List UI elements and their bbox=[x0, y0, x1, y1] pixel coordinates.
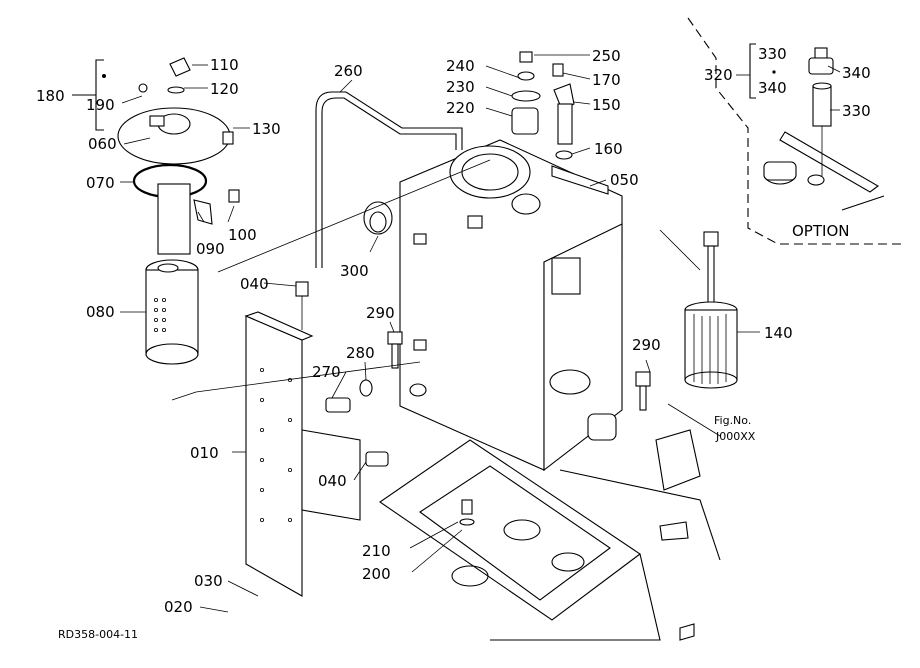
option-item-340: 340 bbox=[758, 79, 787, 97]
callout-170: 170 bbox=[592, 71, 621, 89]
callout-010: 010 bbox=[190, 444, 219, 462]
support-plate-010 bbox=[244, 281, 361, 597]
option-title: OPTION bbox=[792, 222, 849, 240]
callout-250: 250 bbox=[592, 47, 621, 65]
callout-110: 110 bbox=[210, 56, 239, 74]
callout-labels: 010 020 030 040 040 050 060 070 080 090 … bbox=[36, 45, 871, 641]
option-boundary bbox=[687, 17, 905, 245]
callout-160: 160 bbox=[594, 140, 623, 158]
callout-300: 300 bbox=[340, 262, 369, 280]
fig-ref-line1: Fig.No. bbox=[714, 414, 751, 427]
group-brackets bbox=[72, 43, 756, 131]
callout-040-bottom: 040 bbox=[318, 472, 347, 490]
callout-280: 280 bbox=[346, 344, 375, 362]
callout-290-right: 290 bbox=[632, 336, 661, 354]
callout-100: 100 bbox=[228, 226, 257, 244]
callout-230: 230 bbox=[446, 78, 475, 96]
callout-090: 090 bbox=[196, 240, 225, 258]
callout-030: 030 bbox=[194, 572, 223, 590]
tank-body bbox=[399, 139, 623, 472]
option-group-320: 320 bbox=[704, 66, 733, 84]
option-parts bbox=[763, 47, 885, 211]
filter-element-080 bbox=[145, 259, 199, 365]
callout-130: 130 bbox=[252, 120, 281, 138]
top-parts bbox=[511, 51, 609, 195]
group-marker-dot bbox=[102, 74, 106, 78]
callout-120: 120 bbox=[210, 80, 239, 98]
callout-020: 020 bbox=[164, 598, 193, 616]
callout-240: 240 bbox=[446, 57, 475, 75]
callout-140: 140 bbox=[764, 324, 793, 342]
plug-300 bbox=[363, 201, 393, 235]
callout-150: 150 bbox=[592, 96, 621, 114]
callout-190: 190 bbox=[86, 96, 115, 114]
callout-180: 180 bbox=[36, 87, 65, 105]
callout-270: 270 bbox=[312, 363, 341, 381]
option-item-330: 330 bbox=[758, 45, 787, 63]
filler-cap-assembly bbox=[117, 57, 240, 255]
leader-lines bbox=[120, 54, 841, 613]
callout-040-top: 040 bbox=[240, 275, 269, 293]
callout-210: 210 bbox=[362, 542, 391, 560]
drawing-id: RD358-004-11 bbox=[58, 628, 138, 641]
breather-pipe-260 bbox=[315, 91, 463, 268]
callout-290-left: 290 bbox=[366, 304, 395, 322]
fig-ref-line2: J000XX bbox=[715, 430, 756, 443]
return-filter-140 bbox=[684, 231, 738, 389]
callout-200: 200 bbox=[362, 565, 391, 583]
callout-050: 050 bbox=[610, 171, 639, 189]
fasteners bbox=[325, 331, 651, 467]
callout-060: 060 bbox=[88, 135, 117, 153]
callout-220: 220 bbox=[446, 99, 475, 117]
callout-080: 080 bbox=[86, 303, 115, 321]
option-marker-dot bbox=[772, 70, 776, 74]
chassis-frame bbox=[171, 159, 721, 641]
callout-340: 340 bbox=[842, 64, 871, 82]
callout-260: 260 bbox=[334, 62, 363, 80]
callout-330: 330 bbox=[842, 102, 871, 120]
callout-070: 070 bbox=[86, 174, 115, 192]
